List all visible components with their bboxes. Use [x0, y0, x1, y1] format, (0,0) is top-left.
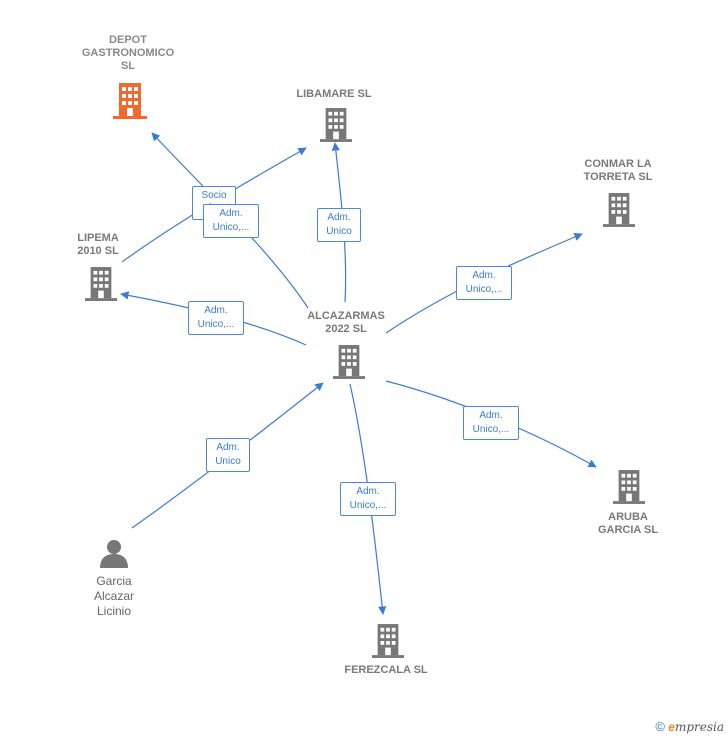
edge-label-ferezcala[interactable]: Adm. Unico,...: [340, 482, 396, 516]
node-label-libamare: LIBAMARE SL: [296, 88, 372, 100]
edge-label-aruba[interactable]: Adm. Unico,...: [463, 406, 519, 440]
copyright-icon: ©: [655, 719, 665, 734]
edge-label-lipema[interactable]: Adm. Unico,...: [188, 301, 244, 335]
node-label-depot: DEPOT GASTRONOMICO SL: [81, 34, 175, 72]
building-icon[interactable]: [613, 470, 645, 504]
building-icon[interactable]: [320, 108, 352, 142]
brand-logo-e: e: [668, 720, 675, 734]
person-icon[interactable]: [99, 538, 129, 568]
building-icon[interactable]: [372, 624, 404, 658]
building-icon[interactable]: [85, 267, 117, 301]
node-label-conmar: CONMAR LA TORRETA SL: [583, 158, 653, 183]
edge-label-garcia[interactable]: Adm. Unico: [206, 438, 250, 472]
node-label-lipema: LIPEMA 2010 SL: [77, 232, 119, 257]
node-label-ferezcala: FEREZCALA SL: [344, 664, 428, 676]
brand-footer: © empresia: [655, 719, 724, 734]
building-icon[interactable]: [603, 193, 635, 227]
building-icon[interactable]: [333, 345, 365, 379]
building-icon-highlighted[interactable]: [113, 83, 147, 119]
node-label-aruba: ARUBA GARCIA SL: [597, 511, 659, 536]
node-label-alcazarmas: ALCAZARMAS 2022 SL: [307, 310, 385, 335]
edge-label-libamare[interactable]: Adm. Unico: [317, 208, 361, 242]
node-label-garcia: Garcia Alcazar Licinio: [93, 574, 134, 618]
brand-logo-text: mpresia: [674, 720, 724, 734]
edge-label-conmar[interactable]: Adm. Unico,...: [456, 266, 512, 300]
edge-label-lipema-libamare[interactable]: Adm. Unico,...: [203, 204, 259, 238]
